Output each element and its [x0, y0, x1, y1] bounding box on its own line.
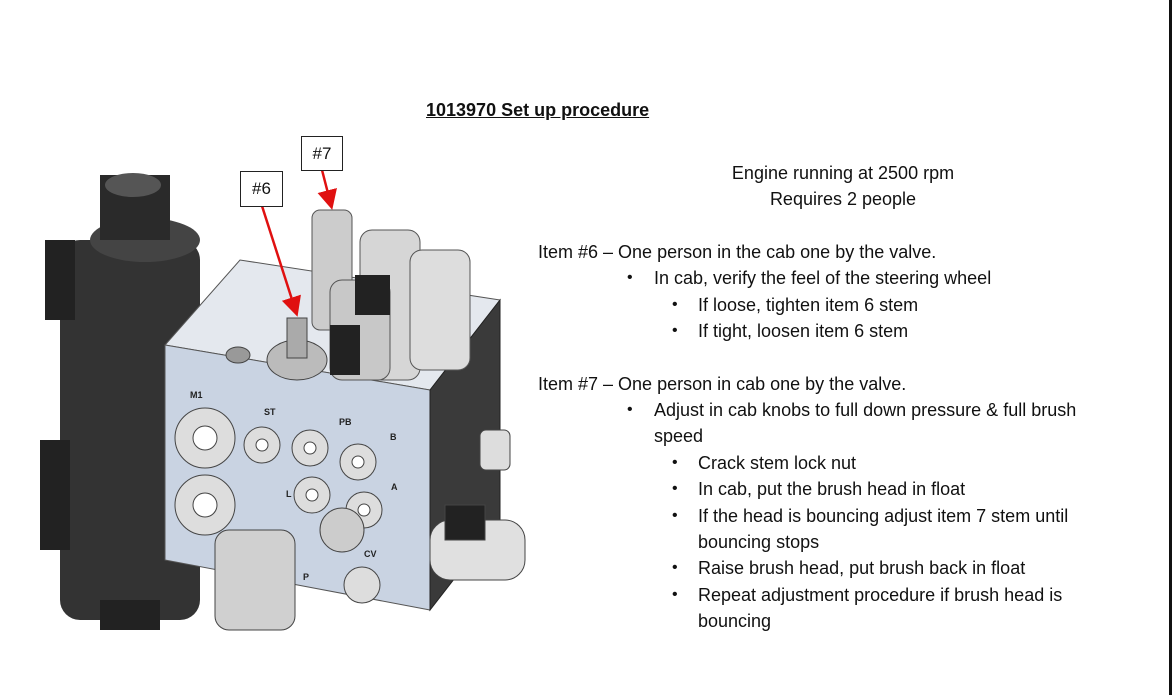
port-label-b: B — [390, 432, 397, 442]
bullet-icon: • — [672, 480, 678, 497]
item6-sub: If loose, tighten item 6 stem — [698, 295, 919, 315]
item7-bullet: Adjust in cab knobs to full down pressur… — [654, 400, 1077, 420]
page-title: 1013970 Set up procedure — [426, 100, 650, 120]
item7-sub-cont: bouncing — [698, 611, 772, 631]
item7-sub: Raise brush head, put brush back in floa… — [698, 558, 1026, 578]
port-label-m1: M1 — [190, 390, 203, 400]
item7-bullet-cont: speed — [654, 426, 704, 446]
item7-sub: In cab, put the brush head in float — [698, 479, 966, 499]
arrow-item6 — [260, 205, 301, 317]
arrow-item7 — [317, 169, 337, 210]
bullet-icon: • — [627, 401, 633, 418]
port-label-p: P — [303, 572, 309, 582]
bullet-icon: • — [672, 559, 678, 576]
bullet-icon: • — [672, 322, 678, 339]
condition-people: Requires 2 people — [769, 189, 917, 209]
port-label-pb: PB — [339, 417, 352, 427]
bullet-icon: • — [672, 296, 678, 313]
item7-heading: Item #7 – One person in cab one by the v… — [538, 374, 907, 394]
item7-sub: Repeat adjustment procedure if brush hea… — [698, 585, 1063, 605]
item7-sub: If the head is bouncing adjust item 7 st… — [698, 506, 1069, 526]
port-label-l: L — [286, 489, 292, 499]
callout-item6: #6 — [240, 171, 283, 207]
item6-sub: If tight, loosen item 6 stem — [698, 321, 909, 341]
bullet-icon: • — [672, 507, 678, 524]
port-label-a: A — [391, 482, 398, 492]
item7-sub: Crack stem lock nut — [698, 453, 857, 473]
port-label-st: ST — [264, 407, 276, 417]
slide-border — [1169, 0, 1172, 695]
item7-sub-cont: bouncing stops — [698, 532, 820, 552]
bullet-icon: • — [672, 586, 678, 603]
bullet-icon: • — [672, 454, 678, 471]
condition-rpm: Engine running at 2500 rpm — [731, 163, 955, 183]
callout-item7: #7 — [301, 136, 343, 171]
item6-bullet: In cab, verify the feel of the steering … — [654, 268, 992, 288]
port-label-cv: CV — [364, 549, 377, 559]
item6-heading: Item #6 – One person in the cab one by t… — [538, 242, 937, 262]
bullet-icon: • — [627, 269, 633, 286]
